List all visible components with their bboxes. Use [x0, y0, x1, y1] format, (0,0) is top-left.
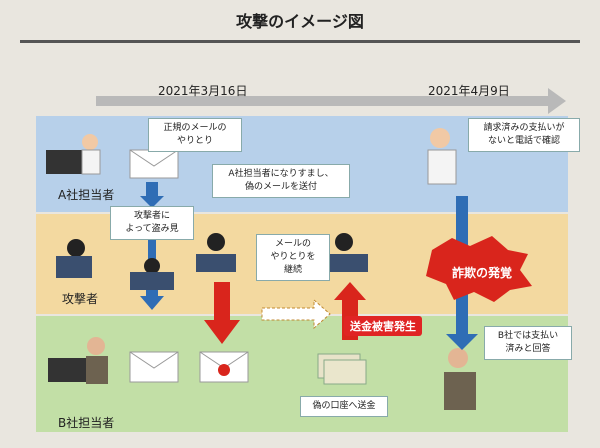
continue-arrow [261, 298, 331, 330]
callout-legit-mail: 正規のメールの やりとり [148, 118, 242, 152]
page-title: 攻撃のイメージ図 [236, 12, 364, 31]
date-start: 2021年3月16日 [158, 84, 248, 98]
money-icon [317, 353, 367, 385]
callout-b-reply: B社では支払い 済みと回答 [484, 326, 572, 360]
a-phone-person-icon [427, 128, 457, 185]
attacker-icon-4 [328, 233, 368, 272]
callout-fake-account: 偽の口座へ送金 [300, 396, 388, 417]
timeline-arrow [96, 88, 566, 114]
skull-mail-icon [199, 351, 249, 383]
b-phone-person-icon [444, 348, 476, 410]
a-person-icon [46, 134, 101, 175]
attacker-icon-3 [196, 233, 236, 272]
damage-label: 送金被害発生 [344, 316, 422, 336]
spy-arrow [140, 182, 164, 310]
fraud-burst [426, 236, 532, 302]
title-rule [20, 40, 580, 43]
fake-mail-arrow [204, 282, 240, 344]
lane-label-b: B社担当者 [58, 416, 115, 430]
date-end: 2021年4月9日 [428, 84, 510, 98]
lane-label-attacker: 攻撃者 [62, 292, 99, 306]
mail-icon [129, 149, 179, 179]
callout-a-call: 請求済みの支払いが ないと電話で確認 [468, 118, 580, 152]
callout-spy: 攻撃者に よって盗み見 [110, 206, 194, 240]
attacker-icon [56, 239, 92, 278]
callout-continue: メールの やりとりを 継続 [256, 234, 330, 281]
b-person-icon [48, 337, 108, 384]
b-mail-icon [129, 351, 179, 383]
fraud-label: 詐欺の発覚 [452, 266, 513, 280]
attacker-icon-2 [130, 258, 174, 290]
lane-label-a: A社担当者 [58, 188, 115, 202]
callout-impersonate: A社担当者になりすまし、 偽のメールを送付 [212, 164, 350, 198]
